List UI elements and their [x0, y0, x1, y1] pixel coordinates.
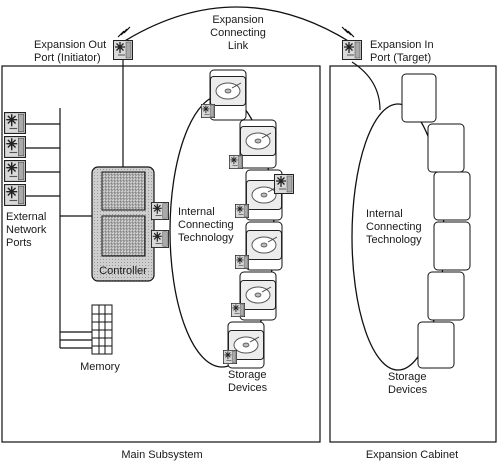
storage-label-1: Storage	[228, 369, 267, 381]
in-port-line	[351, 61, 381, 111]
storage-slots-cabinet	[401, 73, 471, 369]
controller-port-icon-2	[150, 230, 170, 248]
disk-drive-icon	[240, 280, 276, 310]
internal-tech-label-3: Technology	[178, 232, 234, 244]
network-port-icon-1	[4, 112, 26, 134]
expansion-link-label-2: Connecting	[210, 27, 266, 39]
ring-port-icon-5	[230, 303, 246, 317]
external-ports-label-3: Ports	[6, 237, 32, 249]
expansion-out-port-label-2: Port (Initiator)	[34, 52, 101, 64]
ring-port-icon-1	[200, 104, 216, 118]
external-ports-label-1: External	[6, 211, 46, 223]
controller-label: Controller	[99, 265, 147, 277]
link-tick-marks	[117, 26, 355, 38]
expansion-in-port-label-1: Expansion In	[370, 39, 434, 51]
disk-drive-icon	[246, 230, 282, 260]
memory-label: Memory	[80, 361, 120, 373]
expansion-link-arc	[122, 6, 351, 43]
cabinet-internal-tech-label-1: Internal	[366, 208, 403, 220]
network-port-icon-4	[4, 184, 26, 206]
expansion-link-label-3: Link	[228, 40, 249, 52]
internal-tech-label-1: Internal	[178, 206, 215, 218]
ring-port-icon-6	[222, 350, 238, 364]
ring-port-icon-2	[228, 155, 244, 169]
cabinet-storage-label-2: Devices	[388, 384, 428, 396]
cabinet-storage-label-1: Storage	[388, 371, 427, 383]
main-subsystem-label: Main Subsystem	[121, 449, 202, 461]
expansion-out-port-icon	[113, 40, 133, 60]
memory-grid-icon	[91, 304, 113, 355]
ring-port-icon-4	[234, 255, 250, 269]
expansion-link-label-1: Expansion	[212, 14, 263, 26]
cabinet-internal-tech-label-3: Technology	[366, 234, 422, 246]
controller-chip-icon	[91, 166, 155, 282]
storage-devices-main	[209, 69, 283, 369]
external-port-connectors	[26, 123, 92, 349]
controller-port-icon-1	[150, 202, 170, 220]
storage-label-2: Devices	[228, 382, 268, 394]
main-subsystem-box	[1, 65, 321, 443]
disk-drive-icon	[240, 126, 276, 156]
expansion-in-port-label-2: Port (Target)	[370, 52, 431, 64]
internal-tech-label-2: Connecting	[178, 219, 234, 231]
expansion-in-port-icon	[342, 40, 362, 60]
network-port-icon-2	[4, 136, 26, 158]
cabinet-internal-tech-label-2: Connecting	[366, 221, 422, 233]
device-port-icon	[274, 174, 294, 194]
expansion-cabinet-box	[329, 65, 497, 443]
disk-drive-icon	[210, 76, 246, 106]
network-port-icon-3	[4, 160, 26, 182]
expansion-out-port-label-1: Expansion Out	[34, 39, 106, 51]
ring-port-icon-3	[234, 204, 250, 218]
external-ports-label-2: Network	[6, 224, 47, 236]
expansion-cabinet-label: Expansion Cabinet	[366, 449, 458, 461]
